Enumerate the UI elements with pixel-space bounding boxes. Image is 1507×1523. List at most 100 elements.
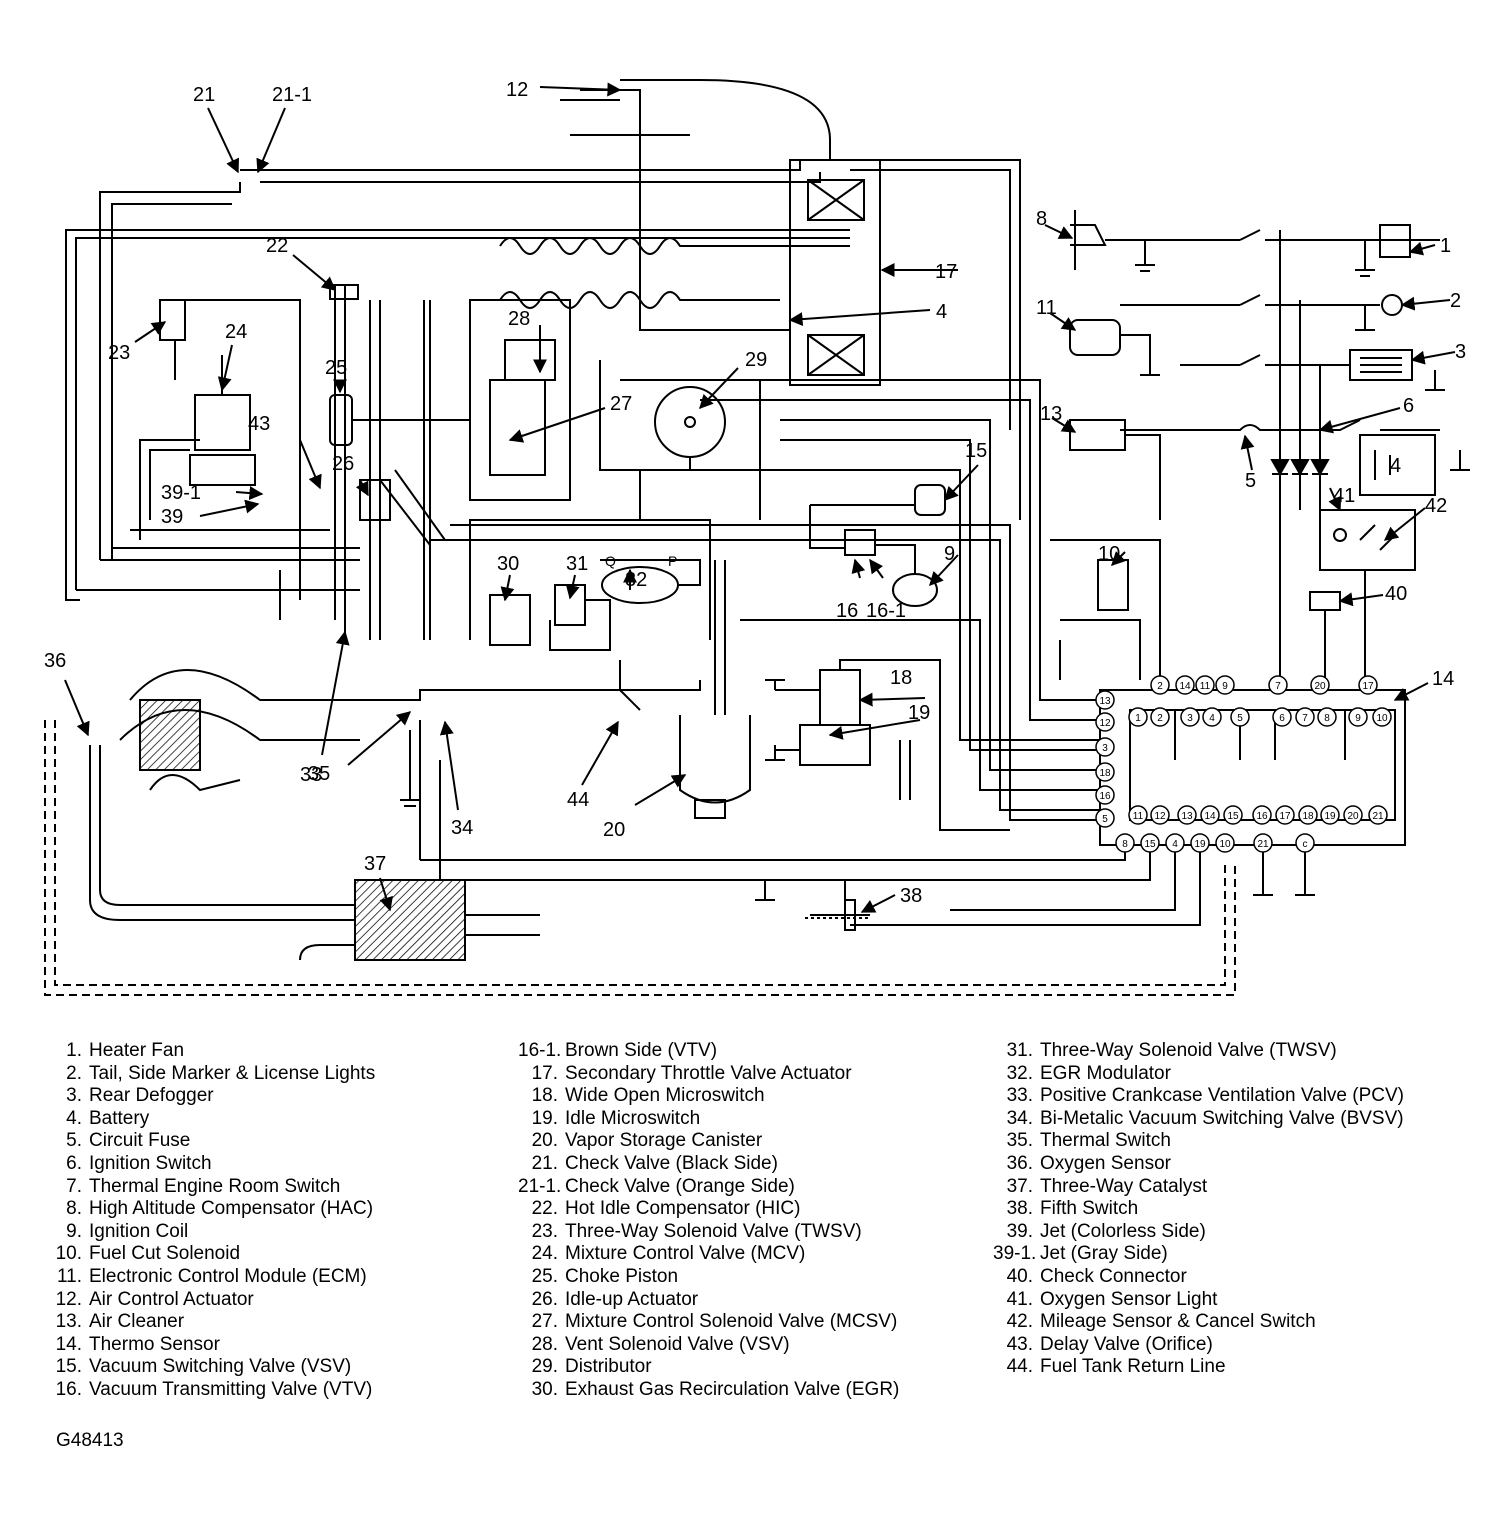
legend-item: 10.Fuel Cut Solenoid — [42, 1243, 375, 1266]
legend-text: Idle-up Actuator — [565, 1288, 699, 1310]
ecm-top-pin-circle — [1358, 675, 1378, 695]
ecm-bottom-pin: 15 — [1144, 839, 1156, 850]
legend-number: 7. — [66, 1175, 82, 1197]
callout-14: 4 — [936, 301, 947, 323]
legend-number: 25. — [531, 1265, 558, 1287]
choke-piston — [329, 394, 353, 446]
diode — [1270, 459, 1290, 477]
legend-text: Electronic Control Module (ECM) — [89, 1265, 367, 1287]
legend-number: 32. — [1006, 1062, 1033, 1084]
callout-3: 3 — [1455, 341, 1466, 363]
legend-number: 15. — [55, 1356, 82, 1378]
ecm-connector-pin: 18 — [1302, 811, 1314, 822]
callout-29: 29 — [745, 349, 767, 371]
legend-text: Thermal Engine Room Switch — [89, 1175, 341, 1197]
ecm-connector-pin: 16 — [1256, 811, 1268, 822]
callout-27: 27 — [610, 393, 632, 415]
legend-text: Air Control Actuator — [89, 1288, 254, 1310]
legend-text: Circuit Fuse — [89, 1130, 191, 1152]
ecm-left-pin: 16 — [1099, 791, 1111, 802]
vacuum-hose — [499, 237, 850, 255]
ecm-bottom-pin: 8 — [1122, 839, 1128, 850]
legend-text: High Altitude Compensator (HAC) — [89, 1198, 374, 1220]
hot-idle-compensator — [329, 284, 359, 300]
legend-number: 24. — [531, 1243, 558, 1265]
callout-34: 34 — [451, 817, 473, 839]
legend-text: Check Connector — [1040, 1265, 1187, 1287]
legend-item: 1.Heater Fan — [42, 1040, 375, 1063]
ecm-bottom-pin: 4 — [1172, 839, 1178, 850]
callout-16-1: 16-1 — [866, 600, 906, 622]
ecm-bottom-pin: 10 — [1219, 839, 1231, 850]
legend-item: 21-1.Check Valve (Orange Side) — [518, 1176, 899, 1199]
callout-39: 39 — [161, 506, 183, 528]
ecm-connector-pin: 13 — [1181, 811, 1193, 822]
callout-13: 17 — [935, 261, 957, 283]
ecm-connector-pin: 7 — [1302, 713, 1308, 724]
legend-text: Jet (Gray Side) — [1040, 1243, 1168, 1265]
ecm-top-pin-circle — [1150, 675, 1170, 695]
legend-text: Vapor Storage Canister — [565, 1130, 763, 1152]
callout-36: 36 — [44, 650, 66, 672]
intake-manifold — [129, 669, 701, 701]
ecm-connector-pin: 2 — [1157, 713, 1163, 724]
legend-number: 35. — [1006, 1130, 1033, 1152]
ecm-top-pin-circle — [1268, 675, 1288, 695]
legend-number: 23. — [531, 1220, 558, 1242]
callout-32: 32 — [625, 569, 647, 591]
ecm-left-pin-circle — [1095, 785, 1115, 805]
legend-item: 35.Thermal Switch — [993, 1130, 1404, 1153]
callout-10: 10 — [1098, 543, 1120, 565]
legend-number: 42. — [1006, 1311, 1033, 1333]
callout-37: 37 — [364, 853, 386, 875]
callout-25: 25 — [325, 357, 347, 379]
legend-item: 30.Exhaust Gas Recirculation Valve (EGR) — [518, 1379, 900, 1402]
legend-number: 6. — [66, 1152, 82, 1174]
legend-number: 13. — [55, 1311, 82, 1333]
ecm-connector-pin-circle — [1295, 707, 1315, 727]
ecm-connector-pin: 15 — [1227, 811, 1239, 822]
legend-number: 28. — [531, 1333, 558, 1355]
legend-text: EGR Modulator — [1040, 1062, 1171, 1084]
callout-19: 19 — [908, 702, 930, 724]
callout-12: 12 — [506, 79, 528, 101]
callout-4-battery: 4 — [1390, 455, 1401, 477]
legend-item: 36.Oxygen Sensor — [993, 1153, 1404, 1176]
check-connector — [1309, 591, 1341, 611]
legend-item: 40.Check Connector — [993, 1266, 1404, 1289]
diode — [1290, 459, 1310, 477]
air-cleaner-housing — [789, 159, 881, 386]
legend-number: 4. — [66, 1107, 82, 1129]
ecm-top-pin-circle — [1195, 675, 1215, 695]
ecm-top-pin: 17 — [1362, 681, 1374, 692]
legend-text: Rear Defogger — [89, 1085, 214, 1107]
legend-item: 22.Hot Idle Compensator (HIC) — [518, 1198, 899, 1221]
legend-text: Hot Idle Compensator (HIC) — [565, 1198, 801, 1220]
callout-21-1: 21-1 — [272, 84, 312, 106]
legend-number: 39. — [1006, 1220, 1033, 1242]
exhaust-pipe — [89, 745, 355, 921]
callout-35: 35 — [308, 763, 330, 785]
legend-item: 11.Electronic Control Module (ECM) — [42, 1266, 375, 1289]
callout-40: 40 — [1385, 583, 1407, 605]
callout-30: 30 — [497, 553, 519, 575]
legend-number: 36. — [1006, 1152, 1033, 1174]
legend-text: Check Valve (Orange Side) — [565, 1175, 795, 1197]
ecm-connector-pin-circle — [1252, 805, 1272, 825]
ecm-connector-pin: 19 — [1324, 811, 1336, 822]
ecm-left-pin: 3 — [1102, 743, 1108, 754]
ecm-top-pin: 2 — [1157, 681, 1163, 692]
figure-code: G48413 — [56, 1430, 124, 1451]
legend-item: 15.Vacuum Switching Valve (VSV) — [42, 1356, 375, 1379]
legend-item: 28.Vent Solenoid Valve (VSV) — [518, 1334, 899, 1357]
legend-item: 19.Idle Microswitch — [518, 1108, 899, 1131]
legend-item: 44.Fuel Tank Return Line — [993, 1356, 1404, 1379]
legend-text: Fuel Cut Solenoid — [89, 1243, 241, 1265]
legend-item: 12.Air Control Actuator — [42, 1289, 375, 1312]
ecm-bottom-pin: 21 — [1257, 839, 1269, 850]
port-label-p: P — [668, 553, 677, 569]
legend-item: 9.Ignition Coil — [42, 1221, 375, 1244]
ecm-connector-pin: 10 — [1376, 713, 1388, 724]
ecm-left-pin: 13 — [1099, 696, 1111, 707]
